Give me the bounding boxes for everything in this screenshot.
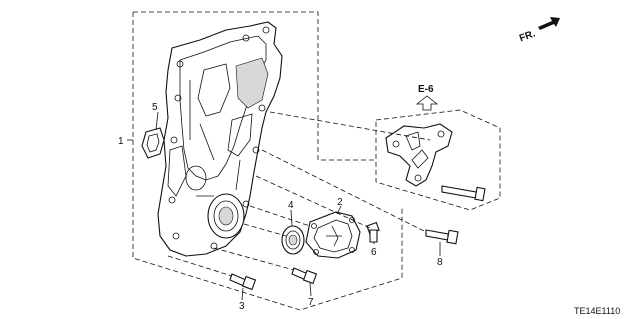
bolt-3: [229, 273, 257, 291]
cover-plate: [305, 211, 361, 259]
o-ring: [141, 127, 165, 159]
assembly-boundary: [132, 11, 403, 311]
callout-8: 8: [437, 257, 443, 268]
front-arrow-icon: [538, 17, 560, 30]
front-direction-label: FR.: [518, 28, 537, 44]
chain-case: [157, 21, 283, 257]
callout-3: 3: [239, 301, 245, 312]
reference-label: E-6: [418, 84, 434, 95]
callout-4: 4: [288, 200, 294, 211]
bracket-bolt: [441, 185, 486, 202]
callout-7: 7: [308, 297, 314, 308]
oil-seal: [281, 225, 305, 255]
leader-lines: [127, 111, 441, 301]
bracket-box: [375, 109, 501, 211]
up-arrow-icon: [415, 95, 439, 111]
callout-1: 1: [118, 136, 124, 147]
guide-lines: [167, 111, 431, 277]
bracket: [385, 123, 453, 187]
callout-6: 6: [371, 247, 377, 258]
bolt-7: [291, 267, 318, 285]
bolt-8: [425, 229, 459, 245]
diagram-code: TE14E1110: [574, 306, 620, 316]
callout-5: 5: [152, 102, 158, 113]
bolt-6: [366, 221, 380, 243]
callout-2: 2: [337, 197, 343, 208]
